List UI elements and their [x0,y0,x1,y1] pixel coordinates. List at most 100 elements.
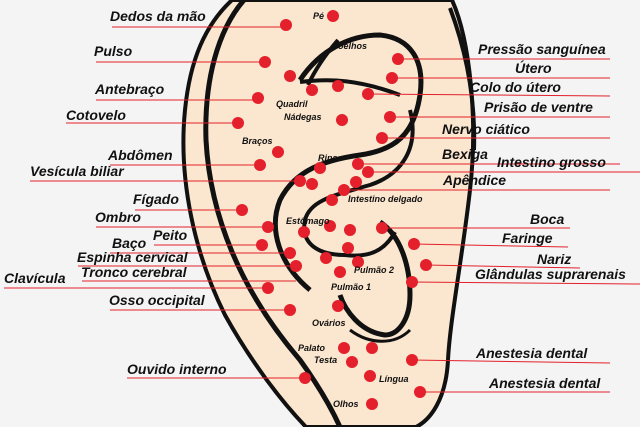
label-abdomen: Abdômen [108,147,173,163]
label-anestesia-dental-2: Anestesia dental [489,375,601,391]
inner-label-nadegas: Nádegas [284,112,322,122]
label-intestino-grosso: Intestino grosso [497,154,606,170]
acupressure-point [338,184,350,196]
acupressure-point [352,256,364,268]
acupressure-point [362,88,374,100]
label-pulso: Pulso [94,43,133,59]
acupressure-point [406,354,418,366]
acupressure-point [366,342,378,354]
points [232,10,432,410]
label-osso-occipital: Osso occipital [109,292,205,308]
acupressure-point [284,70,296,82]
pointer-line [411,281,640,285]
fossa-line-2 [306,38,340,86]
label-faringe: Faringe [502,230,553,246]
label-prisao-de-ventre: Prisão de ventre [484,99,593,115]
label-tronco-cerebral: Tronco cerebral [81,264,187,280]
concha [302,109,415,258]
label-nariz: Nariz [537,251,572,267]
tragus [337,219,413,338]
label-ouvido-interno: Ouvido interno [127,361,227,377]
acupressure-point [232,117,244,129]
acupressure-point [408,238,420,250]
inner-label-rins: Rins [318,153,338,163]
label-anestesia-dental-1: Anestesia dental [476,345,588,361]
label-utero: Útero [515,60,552,76]
label-dedos-da-mao: Dedos da mão [110,8,206,24]
acupressure-point [327,10,339,22]
acupressure-point [254,159,266,171]
acupressure-point [376,222,388,234]
acupressure-point [376,132,388,144]
pointer-line [413,243,569,248]
label-cotovelo: Cotovelo [66,107,126,123]
acupressure-point [272,146,284,158]
inner-label-bracos: Braços [242,136,273,146]
label-colo-do-utero: Colo do útero [470,79,561,95]
ear-outline [181,0,476,427]
label-bexiga: Bexiga [442,146,488,162]
acupressure-point [262,221,274,233]
acupressure-point [294,175,306,187]
acupressure-point [259,56,271,68]
acupressure-point [252,92,264,104]
acupressure-point [386,72,398,84]
acupressure-point [256,239,268,251]
acupressure-point [326,194,338,206]
acupressure-point [306,178,318,190]
acupressure-point [284,304,296,316]
acupressure-point [320,252,332,264]
inner-label-testa: Testa [314,355,338,365]
label-peito: Peito [153,227,188,243]
label-baco: Baço [112,235,147,251]
acupressure-point [346,356,358,368]
pointer-line [411,359,611,364]
acupressure-point [298,226,310,238]
label-apendice: Apêndice [443,172,507,188]
acupressure-point [362,166,374,178]
inner-label-palato: Palato [298,343,326,353]
acupressure-point [350,176,362,188]
acupressure-point [299,372,311,384]
inner-label-ovarios: Ovários [312,318,346,328]
inner-label-quadril: Quadril [276,99,308,109]
acupressure-point [338,342,350,354]
acupressure-point [236,204,248,216]
acupressure-point [284,247,296,259]
acupressure-point [414,386,426,398]
acupressure-point [342,242,354,254]
acupressure-point [290,260,302,272]
acupressure-point [352,158,364,170]
inner-label-intestino-delgado: Intestino delgado [348,194,423,204]
label-vesicula-biliar: Vesícula biliar [30,163,124,179]
acupressure-point [420,259,432,271]
acupressure-point [332,80,344,92]
helix-rim [448,7,477,151]
acupressure-point [334,266,346,278]
acupressure-point [384,111,396,123]
acupressure-point [324,220,336,232]
lobe-line [349,328,412,343]
label-clavicula: Clavícula [4,270,66,286]
label-figado: Fígado [133,191,179,207]
acupressure-point [344,224,356,236]
inner-label-olhos: Olhos [333,399,359,409]
pointer-line [425,264,581,269]
antihelix [272,32,424,292]
label-nervo-ciatico: Nervo ciático [442,121,530,137]
inner-label-pe: Pé [313,11,325,21]
label-glandulas-suprarenais: Glândulas suprarenais [475,266,626,282]
inner-label-lingua: Língua [379,374,409,384]
acupressure-point [406,276,418,288]
acupressure-point [262,282,274,294]
inner-label-pulmao-2: Pulmão 2 [354,265,395,275]
acupressure-point [314,162,326,174]
label-antebraco: Antebraço [95,81,165,97]
inner-label-estomago: Estômago [286,216,330,226]
helix-inner [203,0,343,427]
inner-label-pulmao-1: Pulmão 1 [331,282,372,292]
acupressure-point [366,398,378,410]
acupressure-point [306,84,318,96]
label-ombro: Ombro [95,209,141,225]
